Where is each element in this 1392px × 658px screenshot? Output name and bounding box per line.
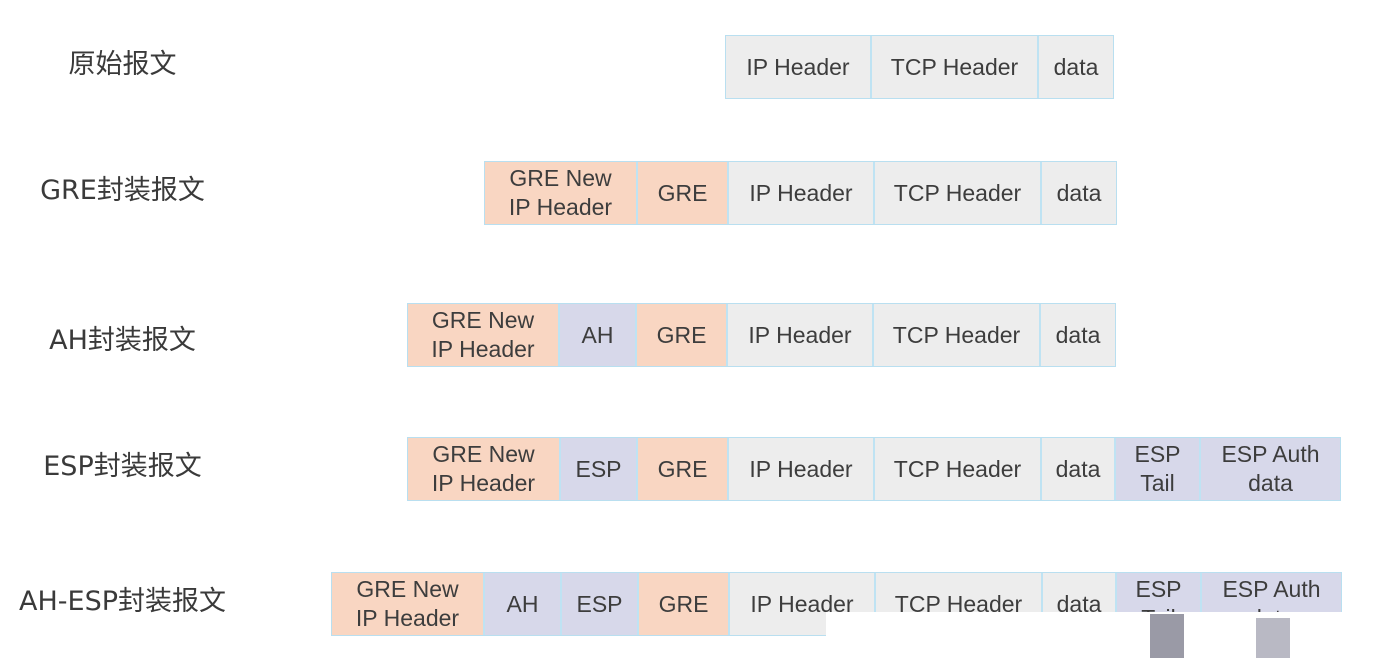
packet-field: GRE: [638, 438, 729, 500]
packet-field: GRE New IP Header: [332, 573, 485, 635]
packet-field: GRE New IP Header: [408, 304, 560, 366]
row-label: 原始报文: [68, 49, 177, 80]
occlusion-block: [1256, 618, 1290, 658]
packet-field: ESP: [561, 438, 638, 500]
packet-field: IP Header: [728, 304, 874, 366]
packet-field: TCP Header: [875, 438, 1042, 500]
packet-field: AH: [560, 304, 637, 366]
packet-field: TCP Header: [874, 304, 1041, 366]
packet-field: AH: [485, 573, 562, 635]
row-label: GRE封装报文: [40, 175, 205, 206]
packet-field: data: [1042, 162, 1116, 224]
packet-field: data: [1041, 304, 1115, 366]
packet-field: GRE: [637, 304, 728, 366]
packet-field: data: [1039, 36, 1113, 98]
packet-field: data: [1042, 438, 1116, 500]
packet-field: IP Header: [729, 162, 875, 224]
row-label: AH-ESP封装报文: [19, 586, 226, 617]
packet-field: GRE New IP Header: [485, 162, 638, 224]
occlusion-overlay: [826, 612, 1392, 658]
packet-field: GRE: [639, 573, 730, 635]
row-label: AH封装报文: [49, 325, 196, 356]
packet-field: IP Header: [729, 438, 875, 500]
packet-field: GRE: [638, 162, 729, 224]
packet-field: TCP Header: [875, 162, 1042, 224]
packet-field: IP Header: [726, 36, 872, 98]
packet-field: TCP Header: [872, 36, 1039, 98]
packet-field: ESP: [562, 573, 639, 635]
packet-field: GRE New IP Header: [408, 438, 561, 500]
packet-field: ESP Auth data: [1201, 438, 1340, 500]
occlusion-block: [1150, 614, 1184, 658]
packet-field: ESP Tail: [1116, 438, 1201, 500]
row-label: ESP封装报文: [43, 451, 202, 482]
